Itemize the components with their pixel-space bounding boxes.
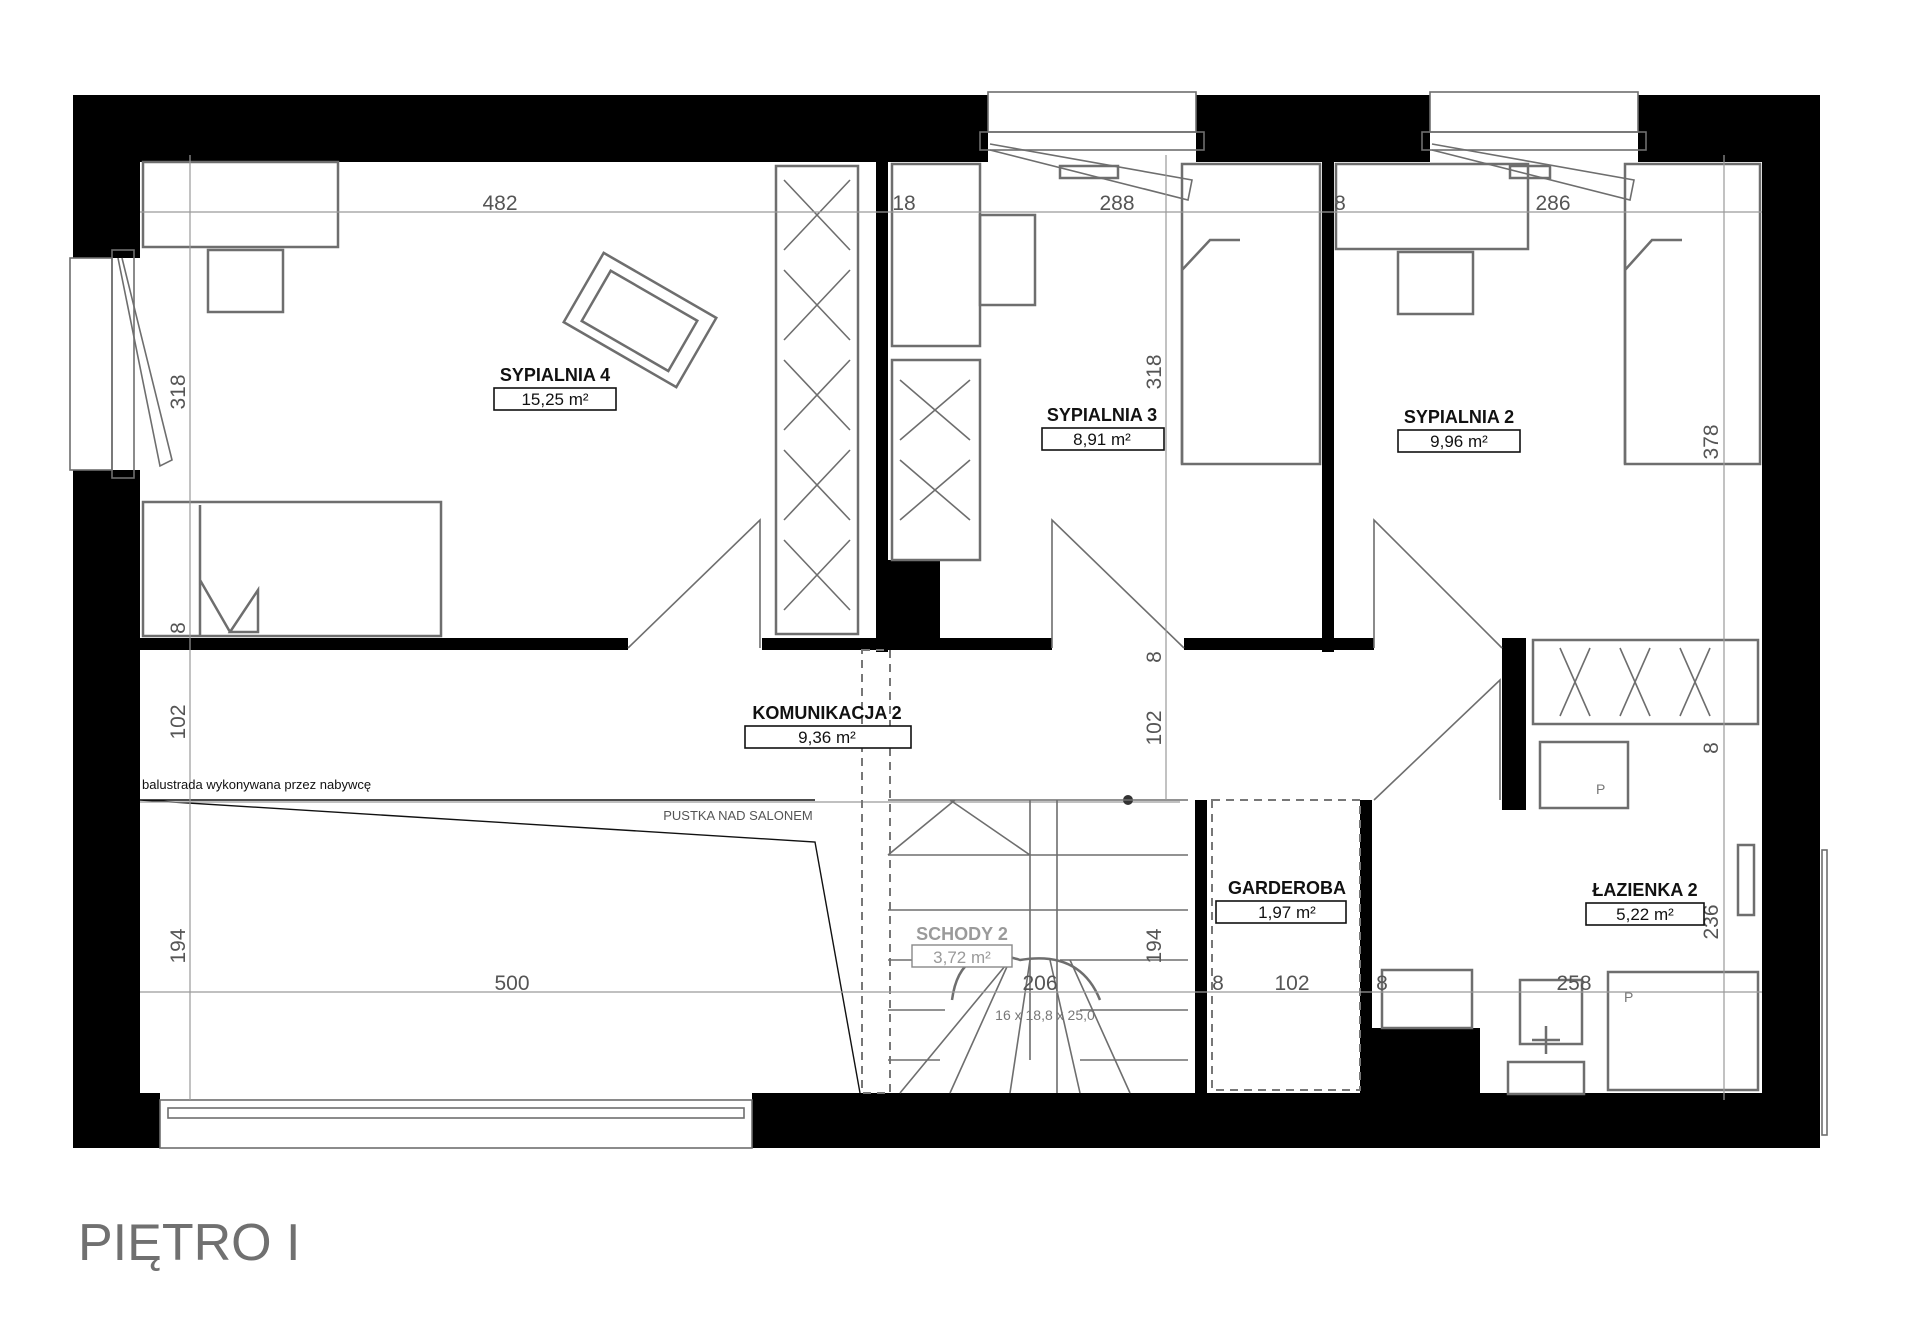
floor-title: PIĘTRO I — [78, 1214, 300, 1272]
wardrobe-bedroom3 — [890, 358, 982, 562]
wardrobe-bedroom2 — [1531, 638, 1760, 726]
dim-void-height: 194 — [167, 928, 190, 963]
bed-bedroom4 — [141, 500, 443, 638]
railing — [139, 799, 861, 1094]
room-name: GARDEROBA — [1228, 878, 1346, 898]
wall-wardrobe-right — [1360, 800, 1372, 1093]
room-sypialnia-2: SYPIALNIA 2 9,96 m² — [1397, 407, 1521, 453]
dim-stair-width: 206 — [1022, 972, 1057, 995]
dim-corridor-left-height: 102 — [167, 704, 190, 739]
room-sypialnia-4: SYPIALNIA 4 15,25 m² — [493, 365, 617, 411]
room-area: 3,72 m² — [933, 948, 991, 967]
dim-bedroom2-width: 286 — [1535, 192, 1570, 215]
dim-wall-8d: 8 — [1700, 742, 1723, 754]
room-name: SYPIALNIA 3 — [1047, 405, 1157, 425]
dim-bedroom4-height: 318 — [167, 374, 190, 409]
dim-wall-8b: 8 — [167, 622, 190, 634]
wall-bedroom3-bedroom2 — [1322, 162, 1334, 652]
toilet — [1518, 978, 1584, 1046]
stair-dash-left — [861, 649, 891, 1094]
sink-bathroom — [1380, 968, 1474, 1030]
window-bathroom — [1821, 849, 1828, 1136]
dim-wall-8a: 8 — [1334, 192, 1346, 215]
room-schody-2: SCHODY 2 3,72 m² 16 x 18,8 x 25,0 — [916, 924, 1095, 1023]
dim-bedroom2-height: 378 — [1700, 424, 1723, 459]
symbol-p-washer: P — [1596, 781, 1605, 797]
room-name: SYPIALNIA 4 — [500, 365, 610, 385]
bed-bedroom2 — [1623, 162, 1762, 466]
dim-void-width: 500 — [494, 972, 529, 995]
room-area: 8,91 m² — [1073, 430, 1131, 449]
garderoba-outline — [1211, 799, 1361, 1091]
void-note: PUSTKA NAD SALONEM — [663, 808, 813, 823]
wall-bathroom-left — [1502, 638, 1526, 810]
room-area: 9,36 m² — [798, 728, 856, 747]
desk-bedroom4 — [141, 160, 340, 249]
wall-bath-stub — [1372, 1028, 1480, 1093]
dim-wall-8e: 8 — [1212, 972, 1224, 995]
wall-wardrobe-left — [1195, 800, 1207, 1093]
door-bedroom4 — [627, 518, 761, 649]
void-area — [139, 795, 1180, 1094]
door-bathroom — [1373, 678, 1501, 801]
room-name: KOMUNIKACJA 2 — [752, 703, 901, 723]
dim-stair-height: 194 — [1143, 928, 1166, 963]
chair-bedroom3 — [978, 213, 1037, 307]
door-bedroom3 — [1051, 518, 1185, 649]
room-komunikacja-2: KOMUNIKACJA 2 9,36 m² — [744, 703, 912, 749]
dim-wall-8f: 8 — [1376, 972, 1388, 995]
dim-garderoba-width: 102 — [1274, 972, 1309, 995]
furniture — [141, 160, 1762, 1096]
room-area: 5,22 m² — [1616, 905, 1674, 924]
wardrobe-bedroom4 — [774, 164, 860, 636]
room-area: 1,97 m² — [1258, 903, 1316, 922]
chair-bedroom4 — [206, 248, 285, 314]
windows — [69, 91, 1828, 1149]
desk-bedroom2 — [1334, 162, 1530, 251]
wall-bedroom2-corridor — [1334, 638, 1374, 650]
staircase — [861, 649, 1188, 1094]
doors — [627, 518, 1503, 801]
room-name: SCHODY 2 — [916, 924, 1008, 944]
dim-bedroom3-width: 288 — [1099, 192, 1134, 215]
wall-bedroom3-corridor-b — [1184, 638, 1322, 650]
dim-wall-18: 18 — [892, 192, 915, 215]
dim-bathroom-height: 236 — [1700, 904, 1723, 939]
dim-bedroom3-height: 318 — [1143, 354, 1166, 389]
door-bedroom2 — [1373, 518, 1503, 649]
room-labels: SYPIALNIA 4 15,25 m² SYPIALNIA 3 8,91 m²… — [493, 365, 1705, 1023]
chair-bedroom2 — [1396, 250, 1475, 316]
symbol-p-bathtub: P — [1624, 989, 1633, 1005]
bed-bedroom3 — [1180, 162, 1322, 466]
room-name: ŁAZIENKA 2 — [1592, 880, 1697, 900]
dim-wall-8c: 8 — [1143, 651, 1166, 663]
room-area: 15,25 m² — [521, 390, 588, 409]
dimensions: 482 18 288 8 286 318 318 378 8 102 8 102… — [167, 192, 1723, 995]
room-lazienka-2: ŁAZIENKA 2 5,22 m² — [1585, 880, 1705, 926]
schody-area-box — [911, 944, 1013, 968]
towel-radiator — [1736, 843, 1756, 917]
dim-bedroom4-width: 482 — [482, 192, 517, 215]
dim-corridor-mid-height: 102 — [1143, 710, 1166, 745]
wall-bedroom4-corridor — [140, 638, 628, 650]
window-void — [159, 1099, 753, 1149]
dim-bathroom-width: 258 — [1556, 972, 1591, 995]
wall-bedroom4-bedroom3 — [876, 162, 888, 652]
dimension-lines — [140, 155, 1762, 1100]
armchair-bedroom4 — [562, 251, 718, 389]
bathtub — [1606, 970, 1760, 1092]
walls — [73, 95, 1820, 1148]
room-area: 9,96 m² — [1430, 432, 1488, 451]
wall-closet-niche — [888, 560, 940, 650]
room-name: SYPIALNIA 2 — [1404, 407, 1514, 427]
stair-spec: 16 x 18,8 x 25,0 — [995, 1007, 1095, 1023]
washing-machine — [1538, 740, 1630, 810]
room-sypialnia-3: SYPIALNIA 3 8,91 m² — [1041, 405, 1165, 451]
railing-note: balustrada wykonywana przez nabywcę — [142, 777, 371, 792]
room-garderoba: GARDEROBA 1,97 m² — [1215, 878, 1347, 924]
